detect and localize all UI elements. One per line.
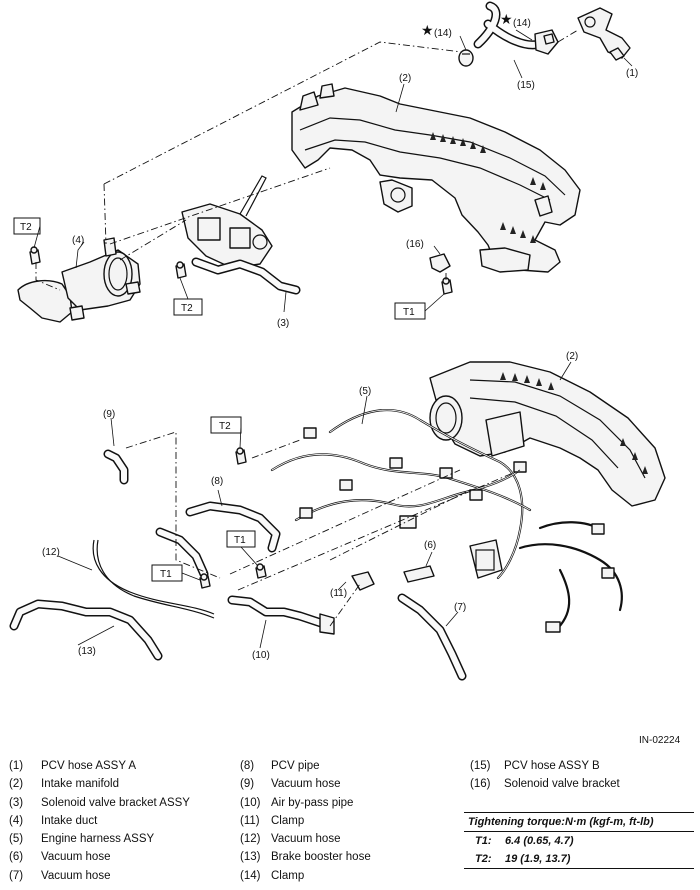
bolt-t2-top-left bbox=[29, 246, 41, 265]
legend-item-5: (5)Engine harness ASSY bbox=[9, 833, 155, 846]
torque-tag-t1-top-right: T1 bbox=[394, 302, 426, 320]
legend-item-4: (4)Intake duct bbox=[9, 814, 98, 827]
callout-3: (3) bbox=[277, 318, 289, 329]
vacuum-hose-9 bbox=[103, 449, 129, 485]
torque-table-bottom-rule bbox=[464, 868, 694, 869]
legend-item-6: (6)Vacuum hose bbox=[9, 851, 111, 864]
torque-table-mid-rule bbox=[464, 831, 694, 832]
legend-item-15: (15)PCV hose ASSY B bbox=[470, 760, 600, 772]
legend-item-7: (7)Vacuum hose bbox=[9, 869, 111, 882]
star-marker-right: ★ bbox=[500, 11, 513, 27]
engine-harness-assy bbox=[270, 409, 623, 633]
legend-column-2: (8)PCV pipe (9)Vacuum hose (10)Air by-pa… bbox=[240, 757, 371, 885]
bolt-t2-top-mid bbox=[175, 261, 187, 279]
legend-item-8: (8)PCV pipe bbox=[240, 760, 320, 772]
diagram-code: IN-02224 bbox=[639, 735, 681, 746]
solenoid-valve-bracket bbox=[429, 253, 451, 273]
legend-item-9: (9)Vacuum hose bbox=[240, 778, 341, 791]
callout-8: (8) bbox=[211, 476, 223, 487]
legend-item-12: (12)Vacuum hose bbox=[240, 833, 341, 846]
bolt-t1-top-right bbox=[441, 277, 453, 295]
torque-tag-t2-top-left: T2 bbox=[13, 217, 41, 235]
callout-2-top: (2) bbox=[399, 73, 411, 84]
solenoid-valve-bracket-assy bbox=[181, 175, 301, 295]
callout-14-right: (14) bbox=[513, 18, 531, 29]
svg-text:T2: T2 bbox=[20, 222, 32, 233]
callout-4: (4) bbox=[72, 235, 84, 246]
bolt-t1-bottom-left bbox=[199, 573, 211, 589]
callout-11: (11) bbox=[330, 588, 347, 599]
callout-1: (1) bbox=[626, 68, 638, 79]
intake-manifold-top bbox=[291, 83, 581, 273]
brake-booster-hose bbox=[9, 599, 163, 661]
torque-spec-table: Tightening torque:N·m (kgf-m, ft-lb) T1:… bbox=[464, 812, 694, 869]
vacuum-hose-6 bbox=[403, 565, 435, 583]
callout-9: (9) bbox=[103, 409, 115, 420]
callout-10: (10) bbox=[252, 650, 270, 661]
torque-table-top-rule bbox=[464, 812, 694, 813]
leader-lines bbox=[57, 29, 633, 649]
svg-text:T1: T1 bbox=[403, 307, 415, 318]
star-marker-left: ★ bbox=[421, 22, 434, 38]
callout-13: (13) bbox=[78, 646, 96, 657]
callout-16: (16) bbox=[406, 239, 424, 250]
callout-2-bottom: (2) bbox=[566, 351, 578, 362]
intake-manifold-bottom bbox=[429, 361, 666, 507]
legend-item-10: (10)Air by-pass pipe bbox=[240, 796, 354, 809]
legend-item-2: (2)Intake manifold bbox=[9, 778, 119, 791]
vacuum-hose-7 bbox=[397, 593, 467, 681]
legend-item-14: (14)Clamp bbox=[240, 869, 305, 882]
callout-12: (12) bbox=[42, 547, 60, 558]
pcv-hose-assy-a bbox=[577, 7, 631, 61]
legend-item-16: (16)Solenoid valve bracket bbox=[470, 778, 620, 791]
bolt-t1-bottom-mid bbox=[255, 563, 267, 579]
callout-14-left: (14) bbox=[434, 28, 452, 39]
exploded-view-drawing: ★ (14) ★ (14) (1) (15) (2) (4) (16) (3) … bbox=[9, 1, 666, 681]
legend-column-3: (15)PCV hose ASSY B (16)Solenoid valve b… bbox=[470, 757, 620, 794]
legend-item-1: (1)PCV hose ASSY A bbox=[9, 760, 137, 772]
svg-text:T2: T2 bbox=[219, 421, 231, 432]
svg-text:T2: T2 bbox=[181, 303, 193, 314]
pcv-pipe bbox=[155, 501, 281, 579]
torque-table-title: Tightening torque:N·m (kgf-m, ft-lb) bbox=[468, 816, 654, 828]
torque-tag-t2-top-mid: T2 bbox=[173, 298, 203, 316]
callout-5: (5) bbox=[359, 386, 371, 397]
torque-tag-t2-bottom: T2 bbox=[210, 416, 242, 434]
clamp-top-left bbox=[458, 49, 474, 67]
torque-row-t1: T1:6.4 (0.65, 4.7) bbox=[475, 835, 574, 847]
bolt-t2-bottom bbox=[235, 447, 247, 465]
legend-item-13: (13)Brake booster hose bbox=[240, 851, 371, 864]
legend-item-3: (3)Solenoid valve bracket ASSY bbox=[9, 796, 190, 809]
svg-text:T1: T1 bbox=[234, 535, 246, 546]
pcv-hose-assy-b bbox=[473, 1, 579, 55]
torque-tag-t1-bottom-mid: T1 bbox=[226, 530, 256, 548]
svg-text:T1: T1 bbox=[160, 569, 172, 580]
clamp-11 bbox=[351, 571, 375, 591]
legend-column-1: (1)PCV hose ASSY A (2)Intake manifold (3… bbox=[9, 757, 190, 885]
callout-labels: ★ (14) ★ (14) (1) (15) (2) (4) (16) (3) … bbox=[42, 11, 638, 661]
callout-15: (15) bbox=[517, 80, 535, 91]
air-by-pass-pipe bbox=[227, 595, 335, 635]
legend-item-11: (11)Clamp bbox=[240, 814, 305, 827]
vacuum-hose-12 bbox=[92, 539, 215, 619]
parts-legend: (1)PCV hose ASSY A (2)Intake manifold (3… bbox=[0, 757, 700, 890]
callout-6: (6) bbox=[424, 540, 436, 551]
torque-row-t2: T2:19 (1.9, 13.7) bbox=[475, 853, 571, 865]
callout-7: (7) bbox=[454, 602, 466, 613]
torque-tag-t1-bottom-left: T1 bbox=[151, 564, 183, 582]
clamp-top-right bbox=[543, 33, 555, 45]
